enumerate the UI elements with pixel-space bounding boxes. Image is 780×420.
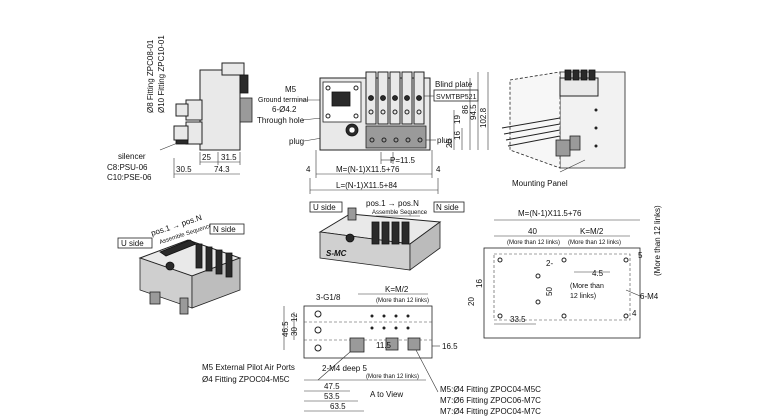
- dim-30-5: 30.5: [176, 165, 192, 174]
- dim-16: 16: [453, 131, 462, 140]
- iso-view: pos.1 → pos.N Assemble Sequence U side N…: [117, 213, 245, 315]
- dim-4-left: 4: [306, 165, 311, 174]
- manifold-outline: [493, 253, 631, 321]
- iso-n-side: N side: [213, 225, 236, 234]
- mounting-panel-label: Mounting Panel: [512, 179, 568, 188]
- ground-terminal-label: Ground terminal: [258, 97, 309, 104]
- dim-46-5: 46.5: [281, 321, 290, 337]
- panel-valve-top: [559, 77, 599, 97]
- hole-k: K=M/2: [580, 227, 604, 236]
- hole-more12-b: (More than 12 links): [568, 240, 621, 246]
- hole-layout: M=(N-1)X11.5+76 40 (More than 12 links) …: [467, 205, 662, 339]
- base-block: [365, 125, 427, 149]
- side-connector: [239, 74, 249, 94]
- bottom-view: 3-G1/8 K=M/2 (More than 12 links) 46.5 3…: [202, 285, 541, 416]
- fitting-8-label: Ø8 Fitting ZPC08-01: [146, 39, 155, 113]
- front-view: M5 Ground terminal 6-Ø4.2 Through hole p…: [257, 71, 489, 194]
- m5-fit-label: M5:Ø4 Fitting ZPOC04-M5C: [440, 385, 541, 394]
- hole-more12-a: (More than 12 links): [507, 240, 560, 246]
- hole-more12-d: 12 links): [570, 293, 596, 300]
- dim-12: 12: [290, 313, 299, 322]
- dim-16-5: 16.5: [442, 342, 458, 351]
- a-to-view-label: A to View: [370, 390, 403, 399]
- hole-dim-4-5: 4.5: [592, 269, 604, 278]
- panel-outline: [483, 247, 641, 339]
- brand-mark: S-MC: [326, 249, 347, 258]
- ext-pilot-label: M5 External Pilot Air Ports: [202, 363, 295, 372]
- m4-deep-label: 2-M4 deep 5: [322, 364, 367, 373]
- blind-plate-label: Blind plate: [435, 80, 473, 89]
- top-assemble-label: Assemble Sequence: [372, 210, 428, 216]
- side-view: Ø8 Fitting ZPC08-01 Ø10 Fitting ZPC10-01…: [107, 35, 253, 182]
- dim-47-5: 47.5: [324, 382, 340, 391]
- fitting-lower-tip: [173, 125, 189, 141]
- hole-2: 2-: [546, 259, 553, 268]
- fitting-10-label: Ø10 Fitting ZPC10-01: [157, 35, 166, 113]
- dim-19: 19: [453, 115, 462, 124]
- silencer-body: [175, 139, 189, 145]
- dim-11-5: 11.5: [376, 341, 392, 350]
- hole-m-formula: M=(N-1)X11.5+76: [518, 209, 582, 218]
- hole-more12-c: (More than: [570, 283, 604, 290]
- hole-dim-4: 4: [632, 309, 637, 318]
- svmtbp-label: SVMTBP521: [436, 94, 477, 101]
- top-pos-label: pos.1 → pos.N: [366, 199, 419, 208]
- hole-m4-label: 6-M4: [640, 292, 659, 301]
- hole-dim-33-5: 33.5: [510, 315, 526, 324]
- dim-25: 25: [202, 153, 211, 162]
- silencer-label: silencer: [118, 152, 146, 161]
- m7-6-label: M7:Ø6 Fitting ZPOC06-M7C: [440, 396, 541, 405]
- plug-left-label: plug: [289, 137, 304, 146]
- dim-4-right: 4: [436, 165, 441, 174]
- dim-53-5: 53.5: [324, 392, 340, 401]
- panel-face: [509, 71, 561, 169]
- hole-more12-side: (More than 12 links): [653, 205, 662, 276]
- dim-94-5: 94.5: [469, 104, 478, 120]
- m-formula: M=(N-1)X11.5+76: [336, 165, 400, 174]
- dim-30: 30: [290, 327, 299, 336]
- connector-block: [331, 91, 351, 107]
- side-manifold-body: [199, 69, 241, 151]
- side-top-cap: [221, 62, 245, 76]
- m7-4-label: M7:Ø4 Fitting ZPOC04-M7C: [440, 407, 541, 416]
- dim-102-8: 102.8: [479, 107, 488, 128]
- dim-74-3: 74.3: [214, 165, 230, 174]
- l-formula: L=(N-1)X11.5+84: [336, 181, 398, 190]
- dim-20: 20: [445, 139, 454, 148]
- top-u-side: U side: [313, 203, 336, 212]
- hole-dim-50: 50: [545, 287, 554, 296]
- mounting-panel-view: Mounting Panel: [501, 69, 626, 188]
- c8-label: C8:PSU-06: [107, 163, 148, 172]
- hole-dim-40: 40: [528, 227, 537, 236]
- panel-fittings: [501, 117, 581, 157]
- iso-u-side: U side: [121, 239, 144, 248]
- dim-63-5: 63.5: [330, 402, 346, 411]
- side-fitting: [239, 97, 253, 123]
- bottom-more12-bottom: (More than 12 links): [366, 374, 419, 380]
- hole-dim-16: 16: [475, 279, 484, 288]
- valve-stations: [365, 71, 425, 125]
- through-hole-label: Through hole: [257, 116, 305, 125]
- c10-label: C10:PSE-06: [107, 173, 152, 182]
- top-iso-view: U side pos.1 → pos.N Assemble Sequence N…: [309, 199, 465, 271]
- m5-label: M5: [285, 85, 297, 94]
- fitting-upper-tip: [175, 103, 189, 117]
- g18-label: 3-G1/8: [316, 293, 341, 302]
- bottom-outline: [303, 305, 433, 359]
- pitch-label: P=11.5: [390, 156, 416, 165]
- dim-31-5: 31.5: [221, 153, 237, 162]
- dim-86: 86: [461, 105, 470, 114]
- zpoc04-m5c-label: Ø4 Fitting ZPOC04-M5C: [202, 375, 290, 384]
- hole-dim-20: 20: [467, 297, 476, 306]
- holes-label: 6-Ø4.2: [272, 105, 297, 114]
- hole-dim-5: 5: [638, 251, 643, 260]
- plug-right-label: plug: [437, 136, 452, 145]
- bottom-k: K=M/2: [385, 285, 409, 294]
- bottom-more12-top: (More than 12 links): [376, 298, 429, 304]
- top-n-side: N side: [436, 203, 459, 212]
